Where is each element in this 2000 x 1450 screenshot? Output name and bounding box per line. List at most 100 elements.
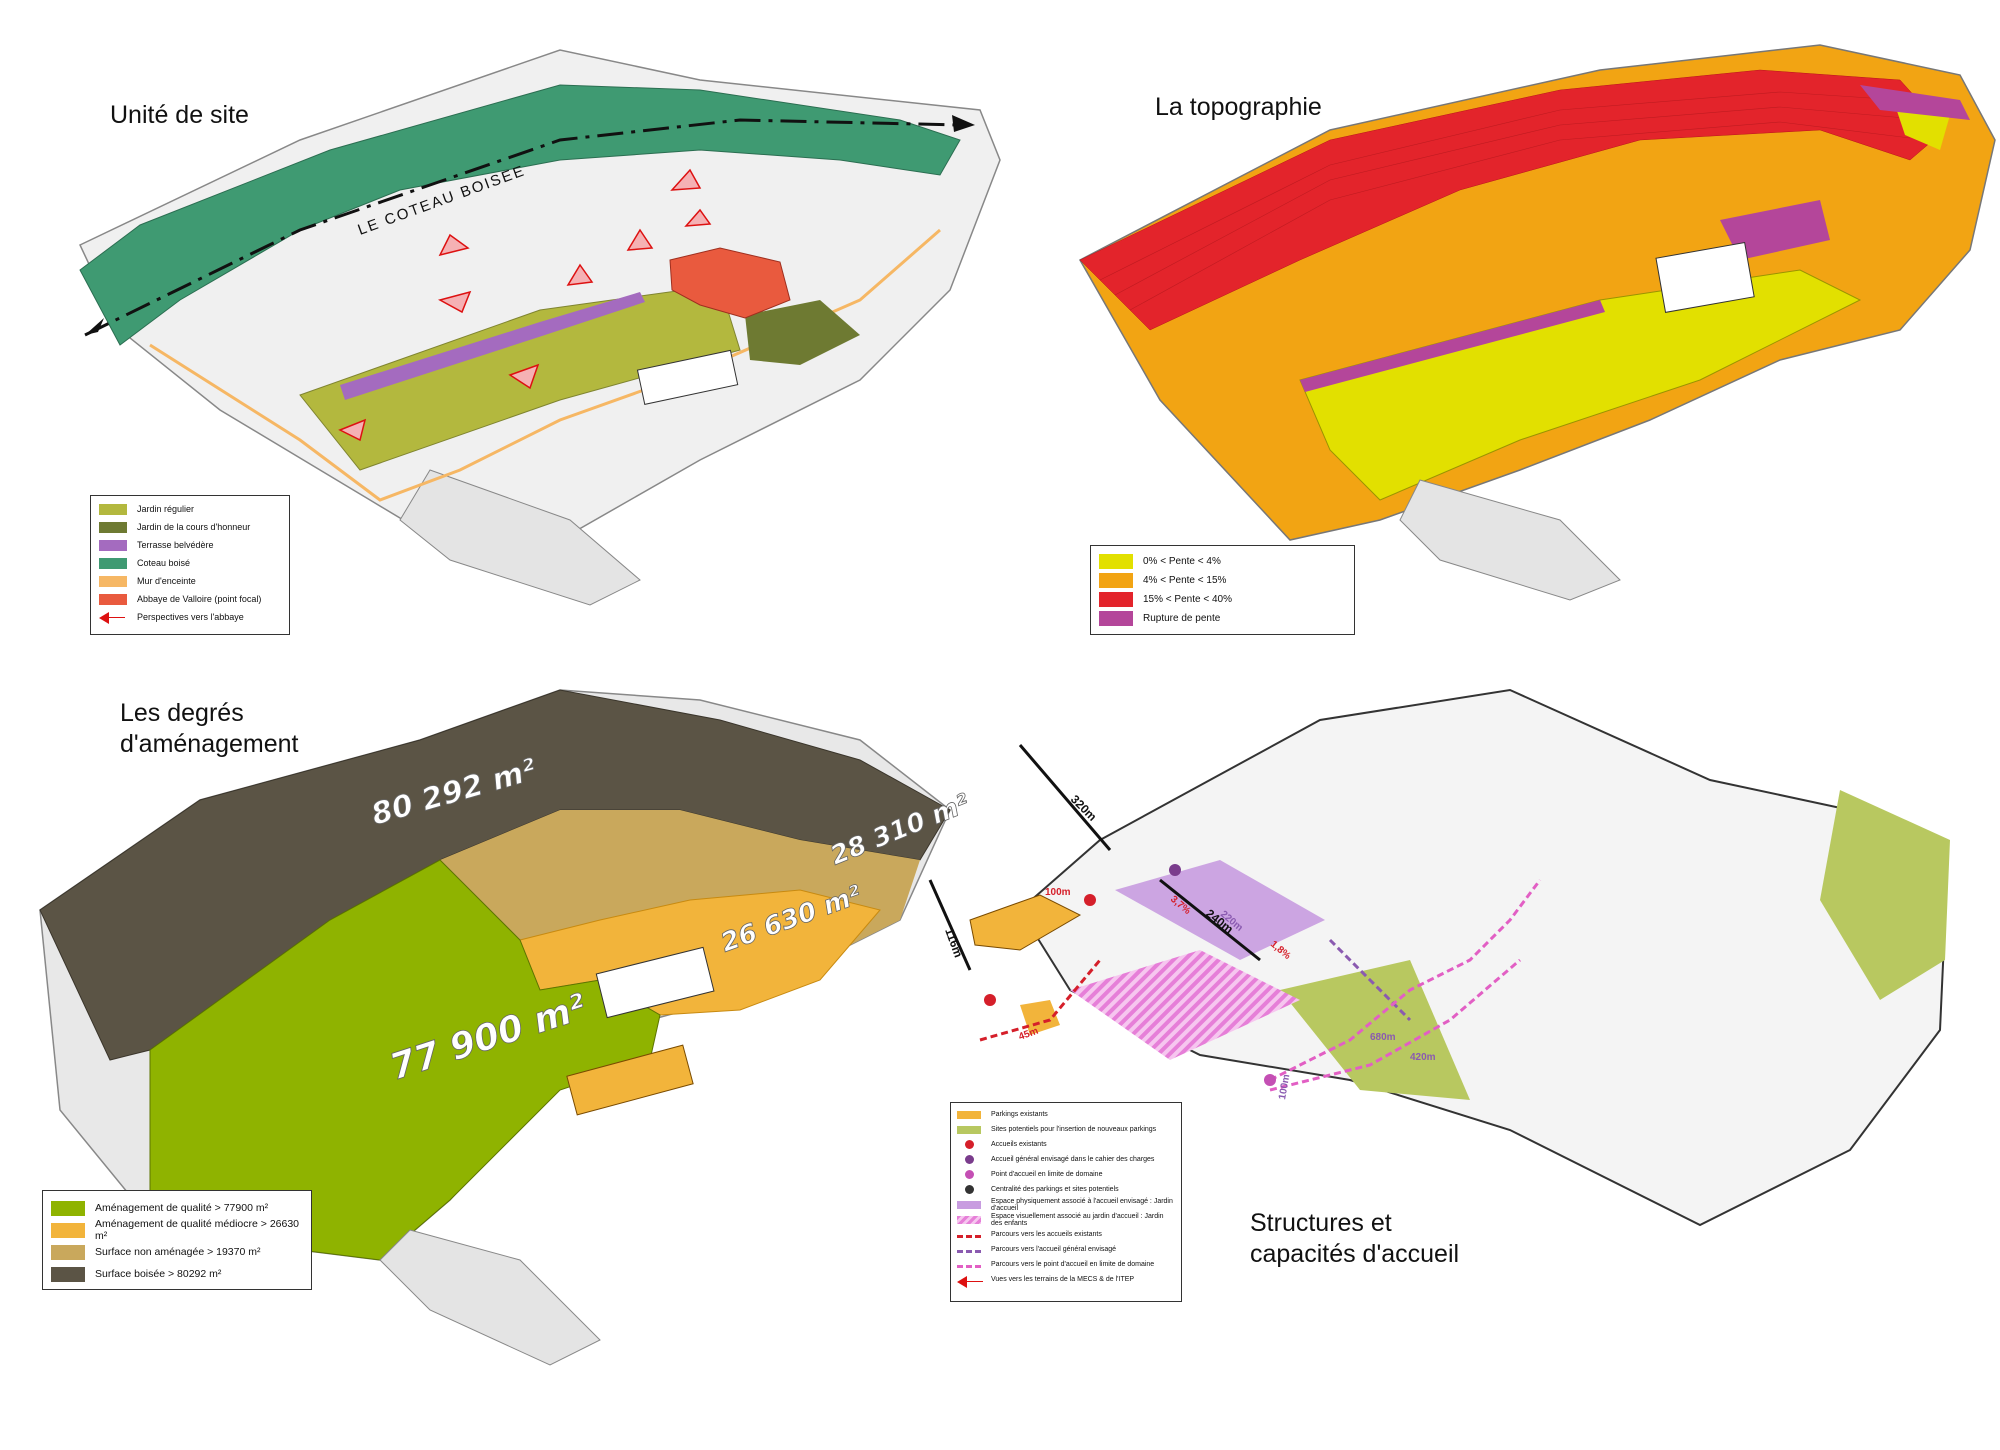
legend-item: Point d'accueil en limite de domaine: [957, 1167, 1175, 1182]
belvedere-terrace-zone: [340, 292, 645, 400]
distance-label: 100m: [1045, 887, 1071, 898]
distance-lines: [928, 744, 1261, 971]
abbey-focal-point: [669, 247, 791, 319]
legend: Jardin régulier Jardin de la cours d'hon…: [90, 495, 290, 635]
legend-item: Parcours vers les accueils existants: [957, 1227, 1175, 1242]
legend-swatch: [51, 1266, 85, 1282]
distance-label: 45m: [1017, 1026, 1040, 1043]
perspective-arrow-icon: [508, 363, 540, 390]
legend-swatch: [99, 575, 127, 587]
legend-item: Mur d'enceinte: [99, 572, 281, 590]
legend-swatch: [1099, 611, 1133, 626]
hatch-swatch: [957, 1215, 981, 1224]
legend-item: 15% < Pente < 40%: [1099, 590, 1346, 609]
legend: Aménagement de qualité > 77900 m² Aménag…: [42, 1190, 312, 1290]
legend-swatch: [1099, 573, 1133, 588]
wooded-slope-zone: [79, 84, 961, 346]
legend-swatch: [957, 1125, 981, 1134]
dark-dot-icon: [957, 1186, 981, 1194]
legend-swatch: [99, 521, 127, 533]
legend-item: Jardin régulier: [99, 500, 281, 518]
route-to-boundary-reception: [1269, 958, 1521, 1092]
legend-item: Jardin de la cours d'honneur: [99, 518, 281, 536]
topography-map: [1078, 44, 1996, 601]
legend-item: Abbaye de Valloire (point focal): [99, 590, 281, 608]
routes: [979, 879, 1542, 1092]
distance-label: 100m: [1277, 1073, 1292, 1100]
red-arrow-icon: [957, 1275, 983, 1288]
slope-break-zone: [1720, 200, 1830, 260]
distance-line-240m: [1159, 878, 1261, 962]
legend-swatch: [51, 1222, 85, 1238]
quality-development-zone: [149, 859, 661, 1261]
parking-spur: [969, 894, 1082, 951]
potential-parking-zone: [1820, 790, 1950, 1000]
route-to-existing-reception: [979, 959, 1102, 1042]
perspective-arrow-icon: [566, 263, 594, 286]
distance-line-320m: [1018, 744, 1112, 851]
route-to-boundary-reception: [1269, 879, 1542, 1082]
building-block: [595, 946, 715, 1019]
legend: Parkings existants Sites potentiels pour…: [950, 1102, 1182, 1302]
legend-item: Perspectives vers l'abbaye: [99, 608, 281, 626]
legend-swatch: [1099, 592, 1133, 607]
perspective-arrow-icon: [670, 168, 702, 191]
contour-lines: [1099, 91, 1911, 311]
distance-label: 420m: [1410, 1052, 1436, 1063]
distance-label: 680m: [1370, 1032, 1396, 1043]
reception-points: [984, 864, 1276, 1086]
legend-swatch: [51, 1244, 85, 1260]
panel-title: La topographie: [1155, 93, 1322, 121]
panel-title: Structures et capacités d'accueil: [1250, 1209, 1460, 1268]
legend-swatch: [957, 1110, 981, 1119]
legend-item: Espace physiquement associé à l'accueil …: [957, 1197, 1175, 1212]
existing-reception-dot: [984, 994, 996, 1006]
dashed-line-icon: [957, 1261, 981, 1269]
legend-item: Parkings existants: [957, 1107, 1175, 1122]
legend-swatch: [99, 557, 127, 569]
red-arrow-icon: [99, 611, 127, 624]
axis-arrow-left-icon: [85, 318, 104, 335]
existing-reception-dot: [1084, 894, 1096, 906]
legend-swatch: [1099, 554, 1133, 569]
planned-reception-dot: [1169, 864, 1181, 876]
legend-item: 4% < Pente < 15%: [1099, 571, 1346, 590]
legend-item: Surface non aménagée > 19370 m²: [51, 1241, 303, 1263]
legend-swatch: [99, 593, 127, 605]
legend-swatch: [99, 539, 127, 551]
legend-item: Parcours vers le point d'accueil en limi…: [957, 1257, 1175, 1272]
perspective-arrow-icon: [438, 233, 470, 257]
parking-strip: [379, 1229, 601, 1366]
legend-item: Sites potentiels pour l'insertion de nou…: [957, 1122, 1175, 1137]
steep-slope-band: [1079, 69, 1946, 331]
legend-item: Aménagement de qualité > 77900 m²: [51, 1197, 303, 1219]
purple-dot-icon: [957, 1156, 981, 1164]
red-dot-icon: [957, 1141, 981, 1149]
panel-title: Les degrés d'aménagement: [120, 699, 299, 758]
panel-site-unit: LE COTEAU BOISEE Unité de site Jardin ré…: [0, 0, 1001, 660]
perspective-arrow-icon: [684, 208, 712, 227]
slope-break-zone: [1300, 300, 1605, 392]
slope-break-zone: [1860, 85, 1970, 120]
legend-swatch: [957, 1200, 981, 1209]
route-to-planned-reception: [1328, 938, 1412, 1022]
distance-line-116m: [928, 879, 972, 971]
axis-arrow-right-icon: [952, 115, 975, 132]
legend-item: Espace visuellement associé au jardin d'…: [957, 1212, 1175, 1227]
legend: 0% < Pente < 4% 4% < Pente < 15% 15% < P…: [1090, 545, 1355, 635]
legend-item: Parcours vers l'accueil général envisagé: [957, 1242, 1175, 1257]
children-garden-zone: [1070, 950, 1300, 1060]
boundary-reception-dot: [1264, 1074, 1276, 1086]
legend-swatch: [51, 1200, 85, 1216]
parking-strip: [1399, 479, 1621, 601]
perspective-arrow-icon: [626, 228, 654, 251]
legend-item: Rupture de pente: [1099, 609, 1346, 628]
legend-swatch: [99, 503, 127, 515]
legend-item: Coteau boisé: [99, 554, 281, 572]
legend-item: Vues vers les terrains de la MECS & de l…: [957, 1272, 1175, 1288]
pink-dot-icon: [957, 1171, 981, 1179]
parking-block: [566, 1044, 694, 1116]
legend-item: Accueils existants: [957, 1137, 1175, 1152]
legend-item: Accueil général envisagé dans le cahier …: [957, 1152, 1175, 1167]
legend-item: Surface boisée > 80292 m²: [51, 1263, 303, 1285]
